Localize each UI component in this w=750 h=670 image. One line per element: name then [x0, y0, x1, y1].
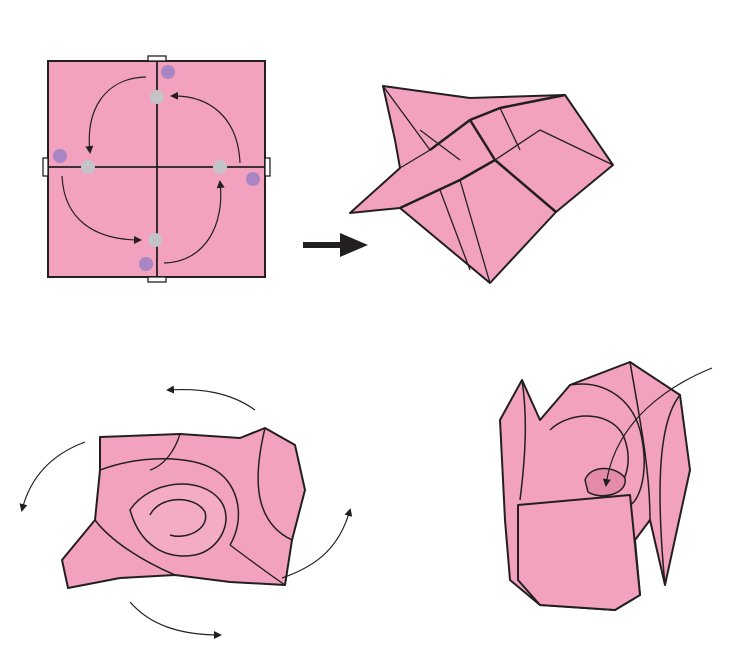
- step-3-rose-top-view: [19, 385, 353, 639]
- rotate-arrow-bottom: [129, 601, 222, 639]
- purple-dot-top: [161, 65, 175, 79]
- edge-tab-left: [42, 157, 49, 177]
- step-1-square: [42, 55, 271, 283]
- curved-arrow-top-right: [170, 91, 241, 164]
- edge-tab-top: [147, 55, 167, 62]
- purple-dot-left: [53, 149, 67, 163]
- purple-dot-right: [246, 172, 260, 186]
- curved-arrow-bottom-left: [61, 175, 142, 244]
- curved-arrow-bottom-right: [163, 180, 225, 264]
- front-petal: [517, 494, 641, 611]
- gray-dot-left: [81, 160, 95, 174]
- rotate-arrow-left: [19, 441, 86, 512]
- purple-dot-bottom: [139, 257, 153, 271]
- step-4-finished-rose: [499, 361, 713, 611]
- gray-dot-bottom: [148, 233, 162, 247]
- gray-dot-right: [213, 160, 227, 174]
- gray-dot-top: [150, 90, 164, 104]
- edge-tab-bottom: [147, 276, 167, 283]
- step-2-twisted-base: [349, 85, 614, 284]
- curl-arrow: [602, 367, 713, 487]
- rotate-arrow-top: [166, 385, 256, 411]
- next-step-arrow-icon: [303, 233, 368, 257]
- edge-tab-right: [264, 157, 271, 177]
- rotate-arrow-right: [281, 508, 353, 579]
- curved-arrow-top-left: [85, 76, 147, 154]
